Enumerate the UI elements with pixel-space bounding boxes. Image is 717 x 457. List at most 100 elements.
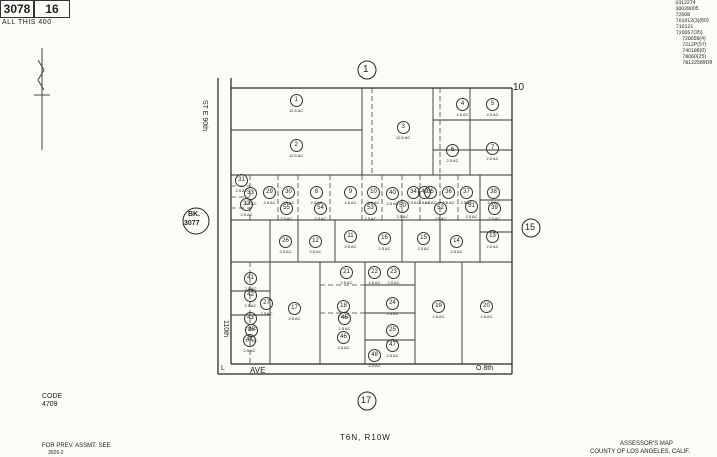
- parcel-number: 53: [364, 202, 377, 215]
- parcel-number: 24: [386, 297, 399, 310]
- parcel-number: 23: [387, 266, 400, 279]
- parcel-area: 2.5 AC: [386, 353, 399, 358]
- parcel-number: 54: [314, 202, 327, 215]
- parcel-area: 2.5 AC: [364, 216, 377, 221]
- corner-number: 10: [513, 82, 525, 93]
- parcel-area: 2.5 AC: [288, 316, 301, 321]
- map-number-bottom: 17: [361, 395, 372, 405]
- parcel-area: 2.5 AC: [480, 314, 493, 319]
- map-number-right: 15: [525, 222, 536, 232]
- parcel-number: 2: [289, 139, 303, 152]
- parcel-area: 2.5 AC: [418, 200, 431, 205]
- parcel-area: 2.5 AC: [340, 280, 353, 285]
- parcel-area: 2.5 AC: [344, 244, 357, 249]
- parcel-area: 12.5 AC: [289, 108, 304, 113]
- parcel-number: 31: [235, 174, 248, 187]
- parcel-number: 43: [244, 312, 257, 325]
- parcel-area: 2.5 AC: [260, 311, 273, 316]
- parcel-number: 13: [486, 230, 499, 243]
- parcel-number: 39: [488, 202, 501, 215]
- parcel-area: 2.5 AC: [378, 246, 391, 251]
- township-range: T6N, R10W: [340, 433, 391, 442]
- scale-note: ALL THIS 400: [2, 19, 52, 26]
- book-ref-label: BK.: [188, 211, 201, 218]
- map-number-circles: [182, 60, 541, 411]
- parcel-number: 3: [396, 121, 410, 134]
- parcel-number: 38: [487, 186, 500, 199]
- street-bottom-right: O 8th: [476, 365, 494, 372]
- parcel-number: 40: [386, 187, 399, 200]
- parcel-number: 12: [309, 235, 322, 248]
- parcel-number: 52: [434, 202, 447, 215]
- parcel-area: 2.5 AC: [486, 244, 499, 249]
- prev-assessment-ref: 3026-2: [48, 450, 64, 456]
- parcel-area: 2.5 AC: [244, 326, 257, 331]
- parcel-number: 42: [244, 289, 257, 302]
- parcel-number: 19: [432, 300, 445, 313]
- page-number-box: 16: [34, 0, 70, 18]
- parcel-number: 29: [263, 186, 276, 199]
- parcel-number: 45: [338, 312, 351, 325]
- prev-assessment-note: FOR PREV. ASSMT. SEE: [42, 443, 111, 449]
- parcel-area: 2.5 AC: [486, 112, 499, 117]
- parcel-number: 8: [310, 186, 323, 199]
- parcel-area: 2.5 AC: [450, 249, 463, 254]
- parcel-number: 1: [289, 94, 303, 107]
- parcel-number: 51: [465, 200, 478, 213]
- parcel-area: 2.5 AC: [442, 200, 455, 205]
- map-number-top: 1: [363, 64, 369, 75]
- parcel-number: 41: [244, 272, 257, 285]
- parcel-number: 15: [417, 232, 430, 245]
- parcel-area: 2.5 AC: [244, 303, 257, 308]
- parcel-number: 30: [282, 186, 295, 199]
- parcel-number: 16: [378, 232, 391, 245]
- parcel-area: 2.5 AC: [434, 216, 447, 221]
- parcel-area: 2.5 AC: [235, 188, 248, 193]
- book-ref-number: 3077: [184, 220, 200, 227]
- parcel-number: 44: [243, 334, 256, 347]
- parcel-area: 2.5 AC: [338, 326, 351, 331]
- parcel-number: 10: [367, 186, 380, 199]
- parcel-area: 2.5 AC: [446, 158, 459, 163]
- parcel-number: 47: [386, 339, 399, 352]
- parcel-number: 20: [480, 300, 493, 313]
- assessor-map-title: ASSESSOR'S MAP: [620, 441, 673, 447]
- parcel-number: 5: [486, 98, 499, 111]
- code-label: CODE: [42, 393, 63, 400]
- street-bottom-left: L: [221, 365, 225, 372]
- parcel-area: 2.5 AC: [337, 345, 350, 350]
- parcel-area: 2.5 AC: [386, 311, 399, 316]
- parcel-area: 2.5 AC: [368, 280, 381, 285]
- parcel-area: 2.5 AC: [240, 212, 253, 217]
- parcel-area: 2.5 AC: [424, 200, 437, 205]
- parcel-number: 9: [344, 186, 357, 199]
- parcel-number: 6: [446, 144, 459, 157]
- parcel-area: 2.5 AC: [279, 249, 292, 254]
- code-value: 4709: [42, 401, 58, 408]
- parcel-area: 2.5 AC: [243, 348, 256, 353]
- parcel-number: 4: [456, 98, 469, 111]
